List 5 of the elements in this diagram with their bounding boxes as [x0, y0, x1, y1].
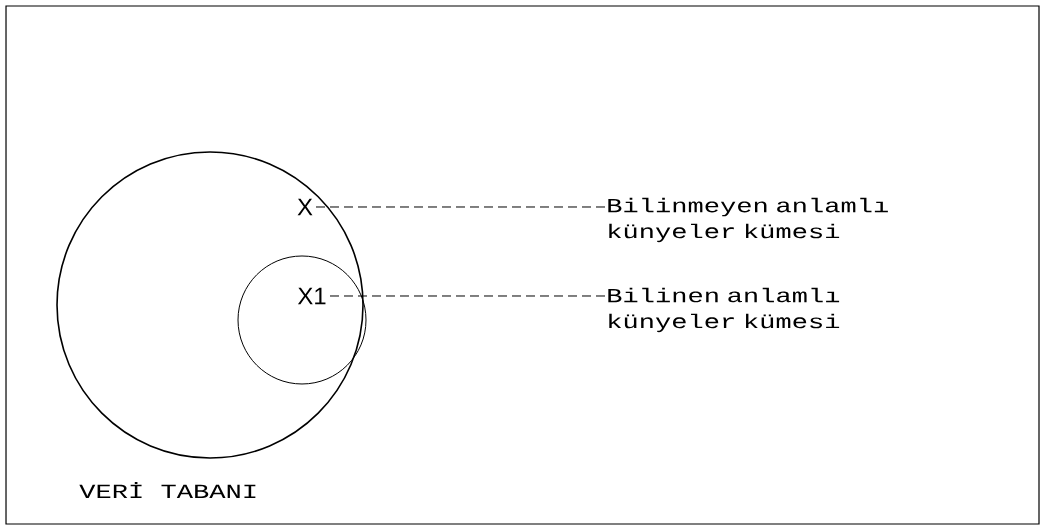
leader-line [328, 295, 606, 297]
leader-text: Bilinmeyen anlamlı künyeler kümesi [608, 197, 888, 243]
leader-text: Bilinen anlamlı künyeler kümesi [608, 287, 840, 333]
caption-label: VERİ TABANI [79, 482, 256, 498]
leader-line [314, 206, 606, 208]
